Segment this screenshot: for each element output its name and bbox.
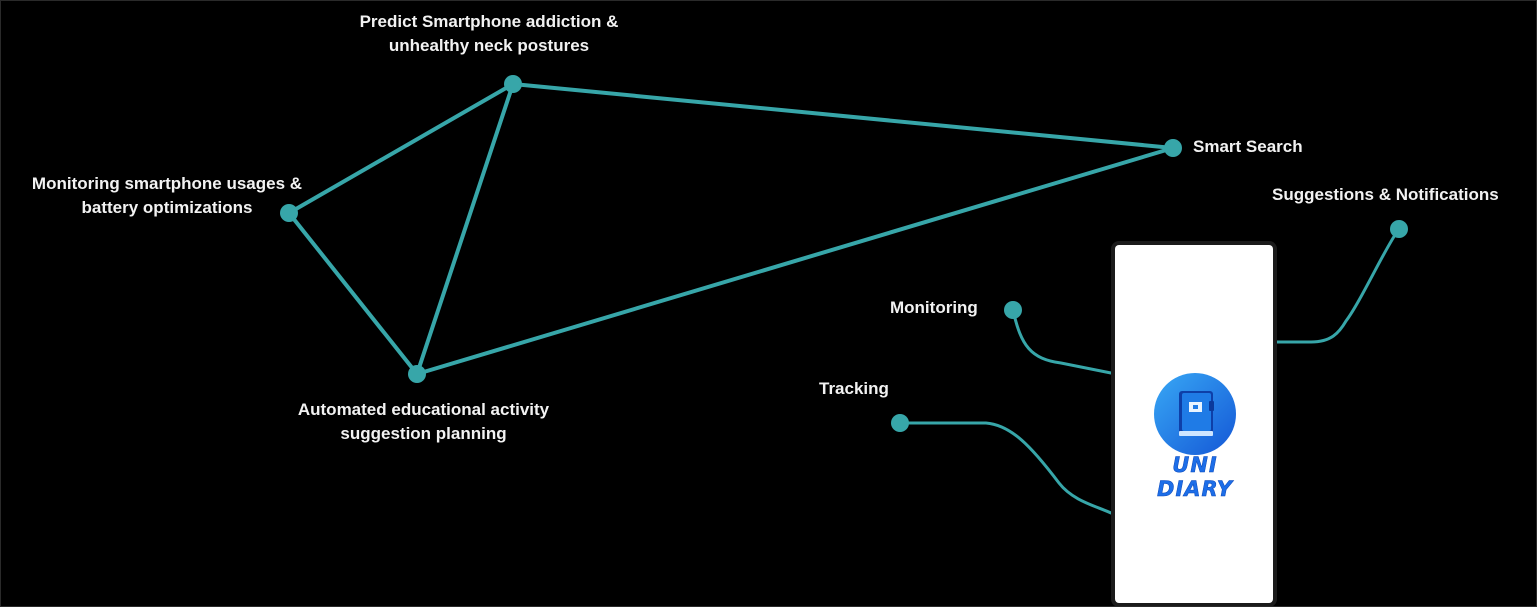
label-automated-line1: Automated educational activity [297,400,550,419]
phone-screen: UNI DIARY [1115,245,1273,603]
edge-monitoring-phone [1011,308,1113,375]
label-tracking: Tracking [819,379,889,398]
label-monitoring-usage-line2: battery optimizations [81,198,253,217]
label-monitoring-usage-line1: Monitoring smartphone usages & [31,174,303,193]
node-dot-predict [504,75,522,93]
label-automated: Automated educational activity suggestio… [261,398,586,446]
edge-tracking-phone [898,421,1113,515]
node-dot-tracking [891,414,909,432]
edge-predict-smart-search [511,82,1175,150]
node-dot-monitoring-usage [280,204,298,222]
label-suggestions: Suggestions & Notifications [1272,185,1499,204]
label-smart-search: Smart Search [1193,137,1303,156]
edge-automated-smart-search [415,146,1175,376]
phone-mockup: UNI DIARY [1111,241,1277,606]
node-dot-suggestions [1390,220,1408,238]
label-monitoring-usage: Monitoring smartphone usages & battery o… [5,172,329,220]
logo-text: UNI DIARY [1157,453,1233,502]
label-automated-line2: suggestion planning [340,424,507,443]
uni-diary-logo: UNI DIARY [1137,369,1253,501]
label-predict: Predict Smartphone addiction & unhealthy… [319,10,659,58]
notebook-icon [1154,373,1236,455]
edge-monitoring-automated [287,211,419,376]
label-predict-line1: Predict Smartphone addiction & [359,12,619,31]
edge-suggestions-phone [1269,227,1401,344]
node-dot-smart-search [1164,139,1182,157]
edge-predict-monitoring [287,82,515,215]
label-monitoring: Monitoring [890,298,978,317]
label-predict-line2: unhealthy neck postures [388,36,590,55]
node-dot-automated [408,365,426,383]
edge-predict-automated [415,82,515,376]
node-dot-monitoring [1004,301,1022,319]
